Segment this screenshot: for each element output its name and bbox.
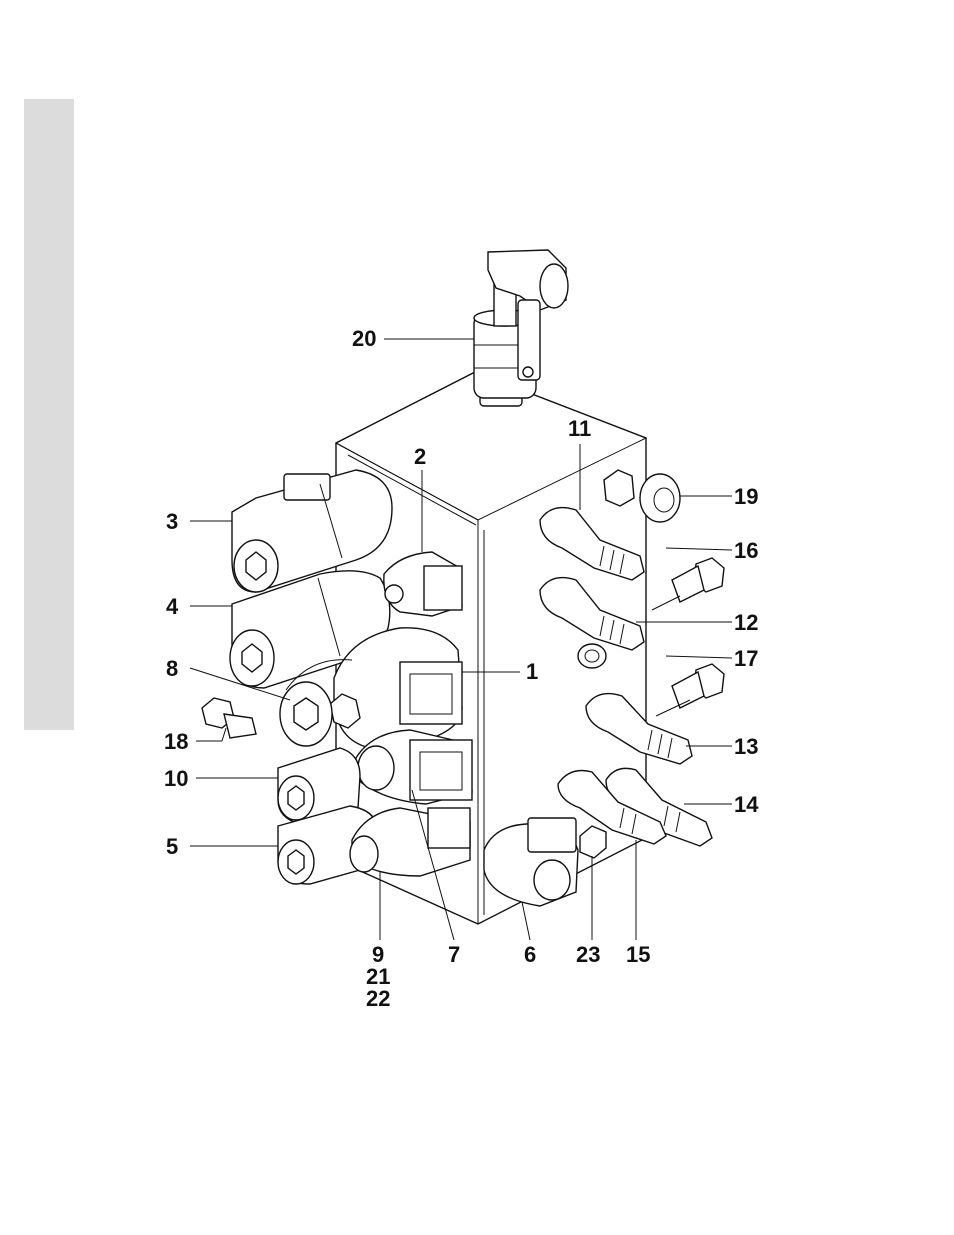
callout-9: 9 (372, 944, 384, 966)
callout-11: 11 (568, 418, 591, 440)
callout-8: 8 (166, 658, 178, 680)
cartridge-17 (672, 664, 724, 708)
callout-15: 15 (626, 944, 650, 966)
callout-17: 17 (734, 648, 758, 670)
callout-13: 13 (734, 736, 758, 758)
callout-5: 5 (166, 836, 178, 858)
callout-18: 18 (164, 731, 188, 753)
callout-7: 7 (448, 944, 460, 966)
callout-6: 6 (524, 944, 536, 966)
callout-21: 21 (366, 966, 390, 988)
callout-12: 12 (734, 612, 758, 634)
callout-22: 22 (366, 988, 390, 1010)
callout-16: 16 (734, 540, 758, 562)
callout-10: 10 (164, 768, 188, 790)
callout-20: 20 (352, 328, 376, 350)
callout-4: 4 (166, 596, 178, 618)
hand-pump (474, 250, 568, 406)
callout-23: 23 (576, 944, 600, 966)
callout-14: 14 (734, 794, 758, 816)
callout-3: 3 (166, 511, 178, 533)
callout-19: 19 (734, 486, 758, 508)
callout-1: 1 (526, 661, 538, 683)
washer (578, 644, 606, 668)
callout-2: 2 (414, 446, 426, 468)
cartridge-18 (202, 698, 256, 738)
cartridge-16 (672, 558, 724, 602)
